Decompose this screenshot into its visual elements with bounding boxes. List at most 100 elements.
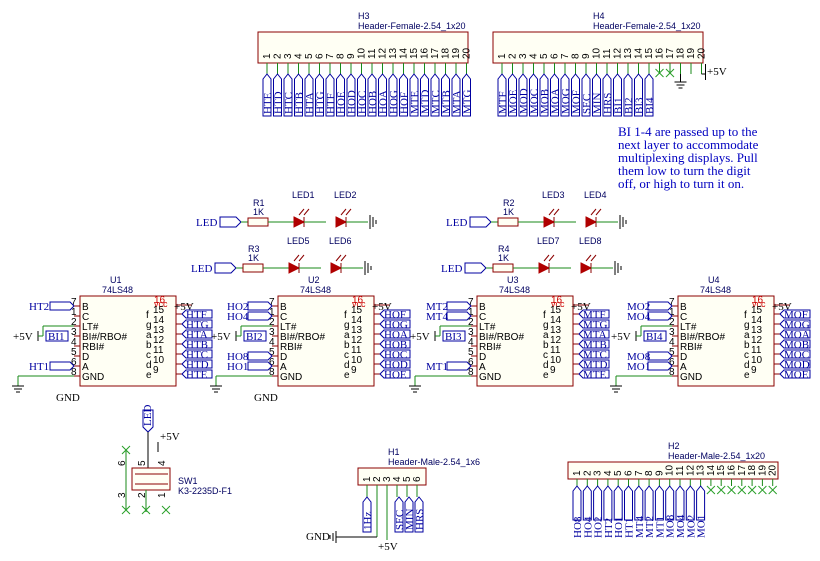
net-label: HOB <box>367 91 379 114</box>
net-flag <box>247 351 273 361</box>
net-label: SEC <box>581 94 593 114</box>
ic-74ls48: U274LS48vcc16+5VB7C1LT#2BI#/RBO#3RBI#4D5… <box>210 275 411 404</box>
net-flag <box>379 359 411 369</box>
header-pin-number: 15 <box>409 47 420 59</box>
net-label: MOC <box>784 349 809 361</box>
header-pin-number: 2 <box>372 476 383 482</box>
ic-pin-name: C <box>280 312 287 323</box>
ic-pin-name: LT# <box>680 322 697 333</box>
ic-pin-number: 8 <box>468 367 474 378</box>
net-label: HTC <box>283 92 295 114</box>
ic-pin-name: f <box>146 310 149 321</box>
nc-mark <box>141 505 151 515</box>
led-ref: LED4 <box>584 190 607 200</box>
net-label: MIN <box>404 509 416 530</box>
net-label: HT1 <box>29 361 49 373</box>
h4-value: Header-Female-2.54_1x20 <box>593 21 701 31</box>
ic-pin-number: 14 <box>751 315 763 326</box>
ic-pin-number: 5 <box>669 347 675 358</box>
net-label: MOG <box>784 319 810 331</box>
net-label: MT1 <box>426 361 448 373</box>
resistor-ref: R4 <box>498 244 510 254</box>
header-pin-number: 4 <box>603 470 614 476</box>
header-pin-number: 20 <box>697 47 708 59</box>
header-pin-number: 4 <box>294 53 305 59</box>
net-flag <box>394 496 404 533</box>
net-flag <box>446 301 472 311</box>
ic-pin-number: 6 <box>269 357 275 368</box>
sw1-pin-2: 2 <box>137 492 148 498</box>
ic-pin-number: 2 <box>468 317 474 328</box>
ic-pin-number: 10 <box>751 355 763 366</box>
ic-pin-name: c <box>146 350 151 361</box>
ic-pin-name: c <box>744 350 749 361</box>
ic-pin-number: 1 <box>269 307 275 318</box>
net-label: MOA <box>784 329 810 341</box>
resistor-body <box>247 217 269 227</box>
net-label: BI2 <box>246 331 263 343</box>
header-pin-number: 5 <box>402 476 413 482</box>
h3-body <box>257 31 469 64</box>
net-label: MTA <box>451 90 463 114</box>
net-label: HO2 <box>227 301 248 313</box>
net-label: MTF <box>583 309 606 321</box>
net-flag <box>420 73 429 117</box>
net-flag <box>430 73 440 117</box>
sw1-ref: SW1 <box>178 476 198 486</box>
net-flag <box>675 485 685 521</box>
header-pin-number: 3 <box>593 470 604 476</box>
net-label: HTF <box>186 309 207 321</box>
net-flag <box>469 216 492 228</box>
net-flag <box>634 73 643 117</box>
header-pin-number: 19 <box>451 47 462 59</box>
header-pin-number: 13 <box>388 47 399 59</box>
net-label: MO1 <box>696 515 708 538</box>
net-label: MOF <box>784 309 808 321</box>
ic-body <box>79 295 177 387</box>
net-label: MIN <box>592 93 604 114</box>
nc-mark <box>655 68 664 78</box>
net-flag <box>497 73 507 117</box>
net-label: MO8 <box>627 351 651 363</box>
net-label: HTD <box>273 91 285 114</box>
ic-pin-name: D <box>479 352 486 363</box>
ic-pin-number: 4 <box>468 337 474 348</box>
net-label: HTF <box>325 93 337 114</box>
header-pin-number: 10 <box>592 47 603 59</box>
ic-pin-name: C <box>82 312 89 323</box>
net-flag <box>464 262 487 274</box>
net-label: HOF <box>399 92 411 114</box>
led-symbol <box>543 216 556 228</box>
net-flag <box>346 73 356 117</box>
nc-mark <box>161 505 171 515</box>
ic-pin-number: 9 <box>751 365 757 376</box>
net-label: MTB <box>583 339 607 351</box>
net-label: HTA <box>304 92 316 114</box>
header-pin-number: 11 <box>675 465 686 476</box>
header-pin-number: 13 <box>696 464 707 476</box>
net-label: HOG <box>384 319 408 331</box>
sw1-noconnect-marks <box>121 445 171 515</box>
ic-pin-name: b <box>744 340 750 351</box>
net-flag <box>446 311 472 321</box>
ic-pin-number: 4 <box>669 337 675 348</box>
net-label: HOE <box>384 369 407 381</box>
net-flag <box>644 73 654 117</box>
ic-pin-name: e <box>344 370 350 381</box>
ic-pin-number: 15 <box>751 305 763 316</box>
ic-pin-name: b <box>146 340 152 351</box>
header-pin-number: 18 <box>747 464 758 476</box>
net-flag <box>357 73 366 117</box>
ic-pin-number: 3 <box>269 327 275 338</box>
ic-pin-number: 5 <box>468 347 474 358</box>
ic-pin-number: 13 <box>550 325 562 336</box>
led-rays <box>585 254 597 262</box>
net-flag <box>49 301 75 311</box>
net-flag <box>181 309 213 319</box>
net-flag <box>578 369 610 379</box>
net-flag <box>613 485 623 521</box>
header-pin-number: 10 <box>665 464 676 476</box>
sw1-pin-6: 6 <box>117 460 128 466</box>
